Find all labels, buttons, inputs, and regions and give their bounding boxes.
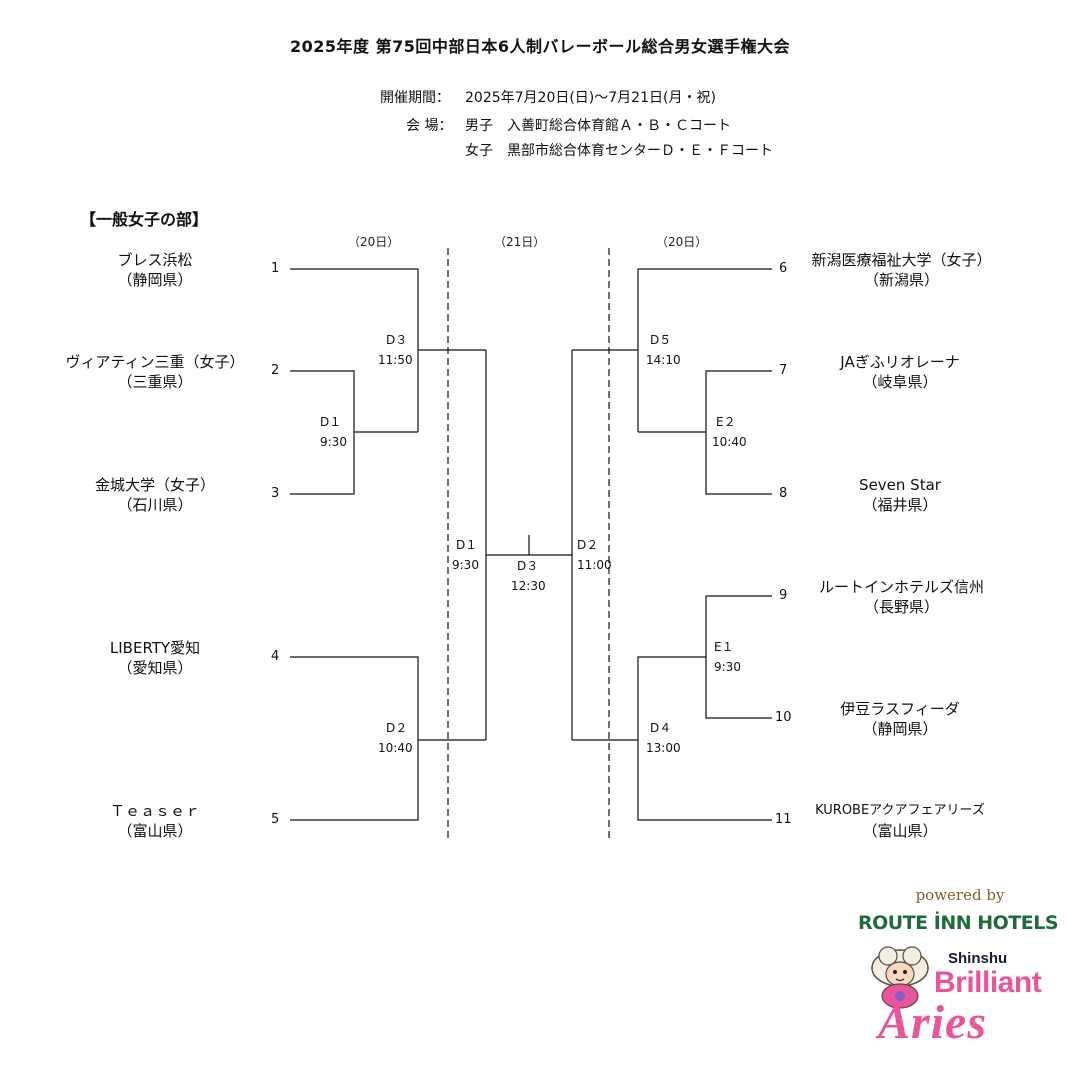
team-5: Ｔｅａｓｅｒ （富山県）	[60, 801, 250, 841]
match-c-d2: D２ 11:00	[577, 535, 612, 575]
team-pref: （石川県）	[117, 496, 193, 514]
line-team-1	[290, 268, 419, 432]
section-title: 【一般女子の部】	[80, 210, 209, 229]
match-time: 13:00	[646, 741, 681, 755]
page-title: 2025年度 第75回中部日本6人制バレーボール総合男女選手権大会	[289, 37, 790, 56]
match-time: 9:30	[452, 558, 479, 572]
match-r-e2: E２ 10:40	[712, 412, 747, 452]
team-3: 金城大学（女子） （石川県）	[60, 475, 250, 515]
aries-mascot-icon	[871, 946, 929, 1009]
team-7: JAぎふリオレーナ （岐阜県）	[800, 352, 1000, 392]
seed-5: 5	[271, 812, 280, 827]
team-name: 金城大学（女子）	[94, 476, 215, 494]
team-2: ヴィアティン三重（女子） （三重県）	[50, 352, 260, 392]
team-pref: （富山県）	[862, 822, 938, 840]
team-8: Seven Star （福井県）	[800, 475, 1000, 515]
match-time: 9:30	[714, 660, 741, 674]
team-pref: （静岡県）	[862, 720, 938, 738]
match-court: D５	[650, 333, 672, 347]
brilliant-text: Brilliant	[934, 966, 1042, 999]
match-r-d4: D４ 13:00	[646, 718, 681, 758]
team-pref: （三重県）	[117, 373, 193, 391]
match-court: D３	[517, 559, 539, 573]
seed-10: 10	[775, 710, 792, 725]
match-court: D１	[320, 415, 342, 429]
team-pref: （静岡県）	[117, 271, 193, 289]
match-l-d2: D２ 10:40	[378, 718, 413, 758]
match-time: 10:40	[378, 741, 413, 755]
team-pref: （岐阜県）	[862, 373, 938, 391]
line-team-6	[637, 268, 772, 432]
team-name: LIBERTY愛知	[109, 639, 201, 657]
day-label-left: （20日）	[348, 235, 400, 249]
match-court: E２	[716, 415, 736, 429]
venue-label: 会 場：	[406, 118, 453, 134]
powered-by-text: powered by	[915, 886, 1005, 904]
match-court: D２	[386, 721, 408, 735]
match-c-d1: D１ 9:30	[452, 535, 479, 575]
seed-11: 11	[775, 812, 792, 827]
team-name: JAぎふリオレーナ	[840, 353, 960, 371]
match-time: 12:30	[511, 579, 546, 593]
route-inn-logo: ROUTE İNN HOTELS	[858, 912, 1059, 934]
match-l-d1: D１ 9:30	[320, 412, 347, 452]
team-pref: （福井県）	[862, 496, 938, 514]
team-name: ヴィアティン三重（女子）	[65, 353, 245, 371]
team-name: Seven Star	[859, 476, 941, 494]
venue-men: 男子 入善町総合体育館Ａ・Ｂ・Ｃコート	[465, 118, 731, 134]
team-pref: （富山県）	[117, 822, 193, 840]
match-time: 11:50	[378, 353, 413, 367]
match-court: D１	[456, 538, 478, 552]
seed-6: 6	[779, 261, 788, 276]
team-name: Ｔｅａｓｅｒ	[109, 802, 200, 820]
seed-7: 7	[779, 363, 788, 378]
team-pref: （新潟県）	[863, 271, 939, 289]
seed-8: 8	[779, 486, 788, 501]
team-name: 伊豆ラスフィーダ	[840, 700, 960, 718]
match-r-e1: E１ 9:30	[714, 637, 741, 677]
shinshu-text: Shinshu	[948, 950, 1008, 967]
team-11: KUROBEアクアフェアリーズ （富山県）	[800, 801, 1000, 841]
match-time: 11:00	[577, 558, 612, 572]
team-9: ルートインホテルズ信州 （長野県）	[794, 577, 1009, 617]
aries-text: Aries	[878, 996, 988, 1049]
seed-4: 4	[271, 649, 280, 664]
team-name: 新潟医療福祉大学（女子）	[811, 251, 992, 269]
team-name: KUROBEアクアフェアリーズ	[815, 803, 985, 818]
seed-9: 9	[779, 588, 788, 603]
match-time: 10:40	[712, 435, 747, 449]
period-label: 開催期間：	[380, 90, 450, 106]
team-pref: （愛知県）	[117, 659, 193, 677]
match-court: E１	[714, 640, 734, 654]
match-r-d5: D５ 14:10	[646, 330, 681, 370]
line-match-l-d2	[290, 656, 419, 821]
match-l-d3: D３ 11:50	[378, 330, 413, 370]
match-time: 14:10	[646, 353, 681, 367]
period-value: 2025年7月20日(日)～7月21日(月・祝)	[465, 90, 716, 106]
seed-3: 3	[271, 486, 280, 501]
team-name: ルートインホテルズ信州	[818, 578, 984, 596]
team-6: 新潟医療福祉大学（女子） （新潟県）	[794, 250, 1009, 290]
team-4: LIBERTY愛知 （愛知県）	[60, 638, 250, 678]
team-pref: （長野県）	[863, 598, 939, 616]
seed-1: 1	[271, 261, 280, 276]
day-label-right: （20日）	[656, 235, 708, 249]
team-1: ブレス浜松 （静岡県）	[60, 250, 250, 290]
match-time: 9:30	[320, 435, 347, 449]
match-court: D４	[650, 721, 672, 735]
match-court: D２	[577, 538, 599, 552]
seed-2: 2	[271, 363, 280, 378]
day-label-center: （21日）	[494, 235, 546, 249]
team-10: 伊豆ラスフィーダ （静岡県）	[800, 699, 1000, 739]
match-final: D３ 12:30	[511, 556, 546, 596]
line-match-r-d4	[637, 656, 772, 821]
team-name: ブレス浜松	[117, 251, 193, 269]
venue-women: 女子 黒部市総合体育センターＤ・Ｅ・Ｆコート	[465, 143, 773, 159]
match-court: D３	[386, 333, 408, 347]
